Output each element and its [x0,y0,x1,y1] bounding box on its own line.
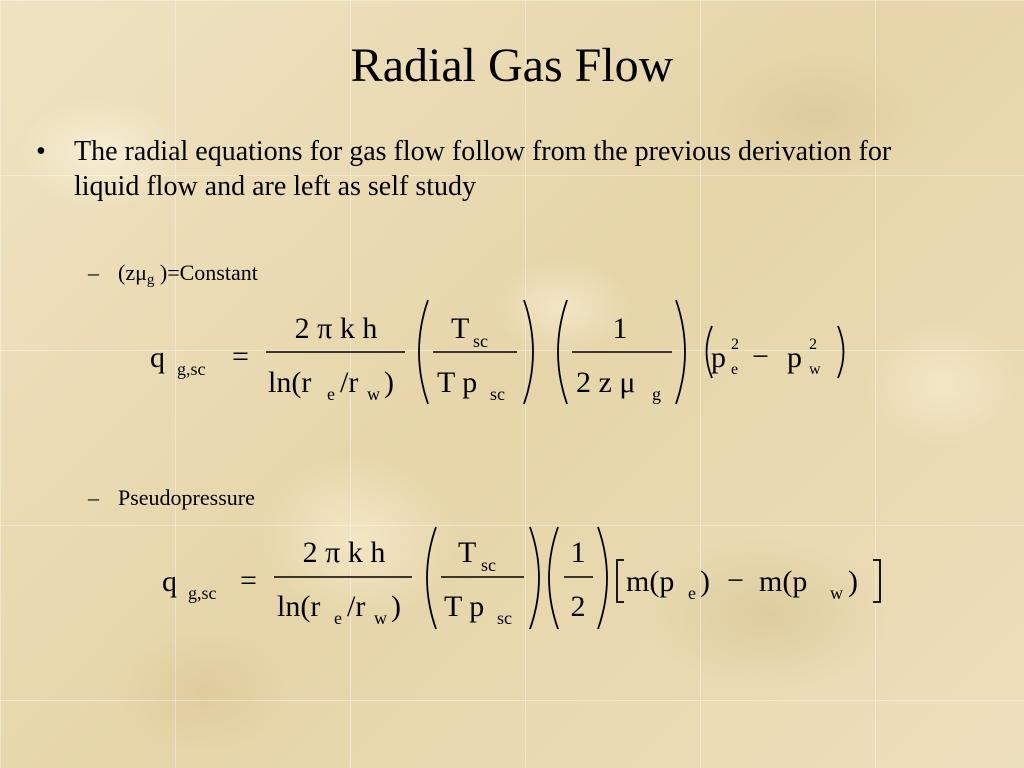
eq2-lhs-sub: g,sc [188,583,217,603]
eq1-paren-open-3 [705,325,713,379]
eq1-num2-sub: sc [473,331,488,351]
eq1-p2-sup: 2 [809,336,817,353]
eq1-p1-sub: e [731,361,738,378]
eq2-den1-close: ) [391,590,401,623]
bullet-text: The radial equations for gas flow follow… [74,136,892,202]
eq2-den1-e: e [334,608,342,628]
eq2-den3: 2 [571,590,586,623]
eq1-p2-sub: w [809,361,821,378]
eq2-bracket-close [873,559,881,603]
eq1-den2-sub: sc [490,384,505,404]
eq1-den1-e: e [327,384,335,404]
dash-marker: – [88,485,99,510]
eq2-den1-w: w [374,608,387,628]
eq2-paren-open-1 [426,526,437,630]
eq1-lhs: q [150,341,165,374]
eq1-den3-sub: g [652,384,661,404]
eq1-num3: 1 [613,312,628,345]
eq1-paren-close-3 [837,325,845,379]
sub-bullet-constant: –(zμg )=Constant [88,260,258,289]
eq2-den1-mid: /r [347,590,365,623]
eq2-m1-close: ) [700,565,710,598]
eq1-paren-close-2 [675,299,686,405]
eq2-num1: 2 π k h [303,536,386,569]
eq1-p2: p [787,341,802,374]
eq2-paren-open-2 [548,526,559,630]
eq2-equals: = [240,564,257,597]
constant-label-close: )=Constant [154,260,258,285]
eq2-num2: T [458,536,476,569]
dash-marker: – [88,260,99,285]
eq1-den1-close: ) [384,366,394,399]
eq2-num3: 1 [571,536,586,569]
eq1-p1-sup: 2 [731,336,739,353]
eq2-m1-sub: e [688,583,696,603]
slide-title: Radial Gas Flow [350,39,674,92]
bullet-main: • The radial equations for gas flow foll… [36,134,916,204]
eq1-num2: T [451,312,469,345]
eq2-paren-close-2 [597,526,608,630]
constant-label-sub: g [146,272,155,288]
eq1-num1: 2 π k h [295,312,378,345]
eq2-den2-sub: sc [497,608,512,628]
eq1-p1: p [711,341,726,374]
eq1-lhs-sub: g,sc [177,359,206,379]
eq2-minus: − [727,564,744,597]
eq2-num2-sub: sc [481,555,496,575]
eq1-paren-open-2 [557,299,568,405]
eq2-den2: T p [444,590,484,623]
eq1-paren-open-1 [418,299,429,405]
constant-label-open: (zμ [118,260,147,285]
eq1-equals: = [232,340,249,373]
eq2-m2-sub: w [830,583,843,603]
eq1-den1-w: w [367,384,380,404]
eq2-paren-close-1 [529,526,540,630]
pseudo-label: Pseudopressure [118,485,255,510]
eq2-bracket-open [616,559,624,603]
bullet-marker: • [36,136,46,167]
eq1-den3: 2 z μ [576,366,635,399]
eq2-m2: m(p [759,565,807,598]
eq2-m1: m(p [626,565,674,598]
eq2-lhs: q [162,565,177,598]
eq1-paren-close-1 [523,299,534,405]
eq2-den1-ln: ln(r [277,590,320,623]
sub-bullet-pseudopressure: –Pseudopressure [88,485,255,511]
eq1-den2: T p [437,366,477,399]
eq1-den1-mid: /r [340,366,358,399]
eq1-den1-ln: ln(r [268,366,311,399]
eq1-minus: − [752,340,769,373]
eq2-m2-close: ) [848,565,858,598]
